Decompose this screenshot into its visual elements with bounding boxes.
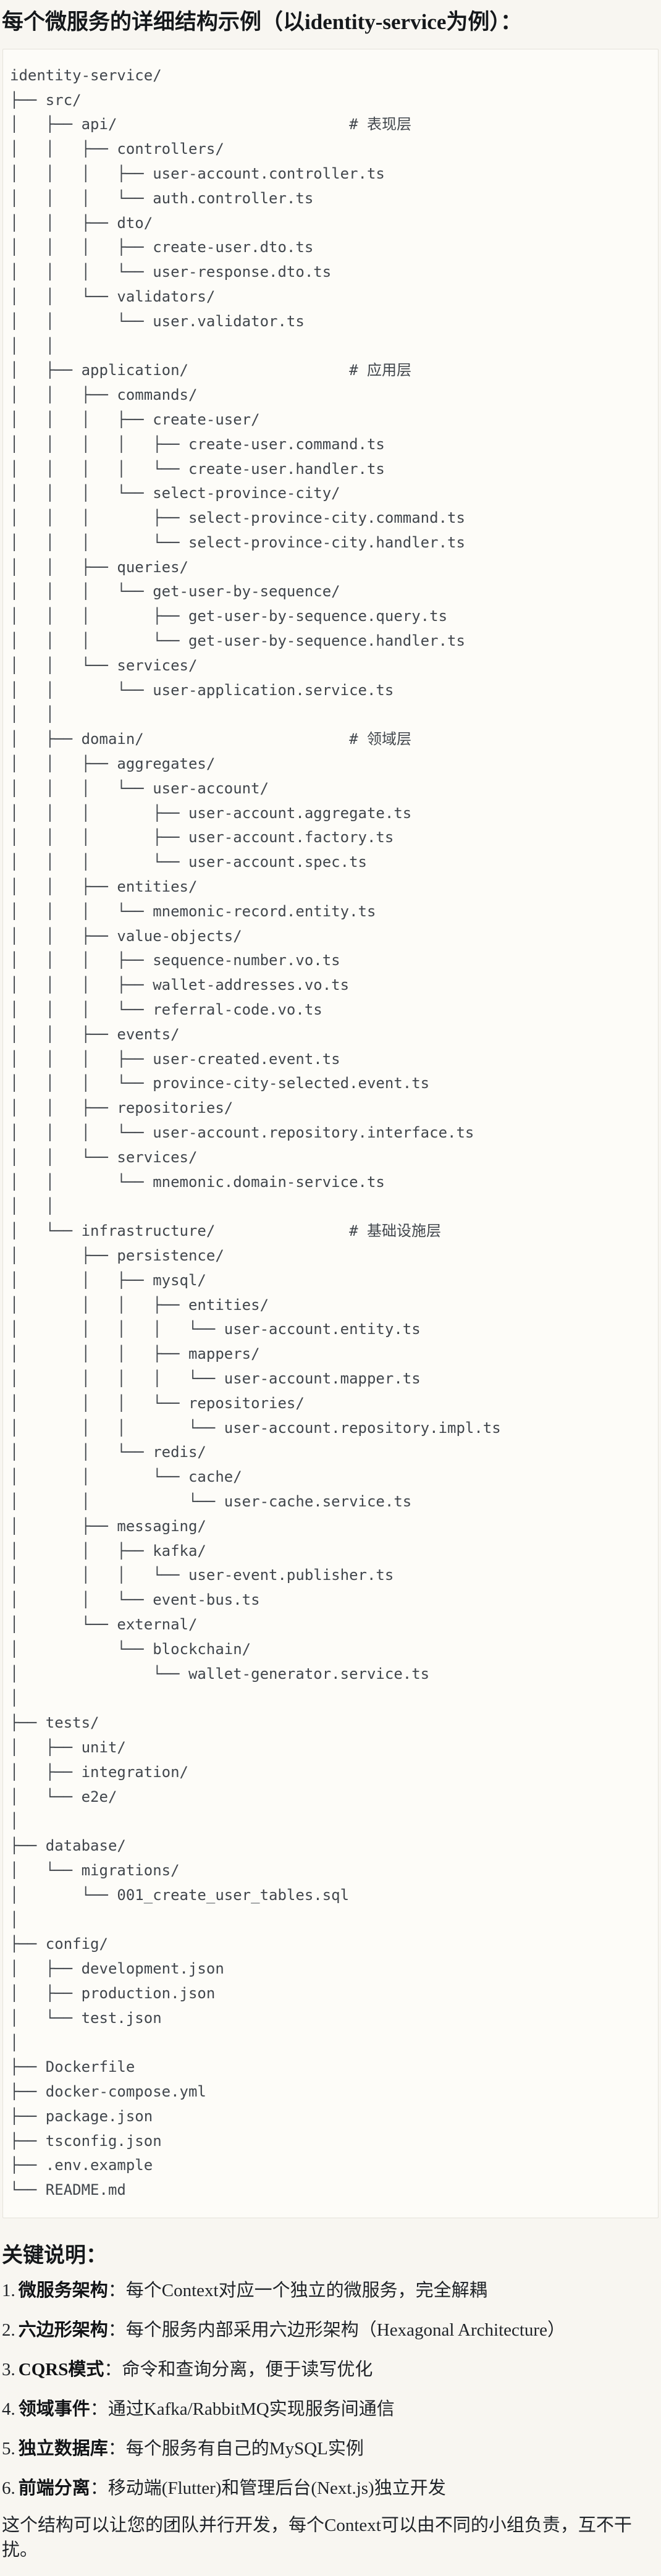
note-label: 前端分离 — [18, 2478, 90, 2499]
note-number: 1. — [2, 2281, 15, 2301]
note-number: 2. — [2, 2320, 15, 2341]
note-desc: 移动端(Flutter)和管理后台(Next.js)独立开发 — [107, 2478, 446, 2499]
note-separator: ： — [90, 2478, 108, 2499]
code-block: identity-service/ ├── src/ │ ├── api/ # … — [2, 48, 659, 2219]
note-label: 领域事件 — [18, 2399, 90, 2420]
note-item-frontend-split: 6.前端分离：移动端(Flutter)和管理后台(Next.js)独立开发 — [2, 2476, 659, 2501]
closing-paragraph: 这个结构可以让您的团队并行开发，每个Context可以由不同的小组负责，互不干扰… — [2, 2515, 632, 2561]
note-number: 3. — [2, 2360, 15, 2380]
note-label: 六边形架构 — [18, 2320, 108, 2341]
note-item-independent-db: 5.独立数据库：每个服务有自己的MySQL实例 — [2, 2436, 659, 2461]
note-desc: 每个服务内部采用六边形架构（Hexagonal Architecture） — [125, 2320, 565, 2341]
note-desc: 每个服务有自己的MySQL实例 — [125, 2439, 364, 2459]
directory-tree: identity-service/ ├── src/ │ ├── api/ # … — [10, 66, 501, 2199]
note-desc: 命令和查询分离，便于读写优化 — [122, 2360, 373, 2380]
note-separator: ： — [107, 2281, 126, 2301]
note-item-cqrs: 3.CQRS模式：命令和查询分离，便于读写优化 — [2, 2357, 659, 2382]
note-separator: ： — [107, 2439, 126, 2459]
notes-heading: 关键说明： — [2, 2244, 107, 2268]
note-separator: ： — [90, 2399, 108, 2420]
note-number: 5. — [2, 2439, 15, 2459]
note-desc: 每个Context对应一个独立的微服务，完全解耦 — [125, 2281, 487, 2301]
page-title: 每个微服务的详细结构示例（以identity-service为例）： — [2, 10, 522, 34]
note-item-domain-events: 4.领域事件：通过Kafka/RabbitMQ实现服务间通信 — [2, 2397, 659, 2422]
note-separator: ： — [107, 2320, 126, 2341]
note-number: 6. — [2, 2478, 15, 2499]
note-item-microservices: 1.微服务架构：每个Context对应一个独立的微服务，完全解耦 — [2, 2278, 659, 2303]
note-desc: 通过Kafka/RabbitMQ实现服务间通信 — [107, 2399, 395, 2420]
note-label: 微服务架构 — [18, 2281, 108, 2301]
note-number: 4. — [2, 2399, 15, 2420]
note-item-hexagonal: 2.六边形架构：每个服务内部采用六边形架构（Hexagonal Architec… — [2, 2318, 659, 2342]
notes-list: 1.微服务架构：每个Context对应一个独立的微服务，完全解耦 2.六边形架构… — [2, 2278, 659, 2501]
note-label: 独立数据库 — [18, 2439, 108, 2459]
note-label: CQRS模式 — [18, 2360, 104, 2380]
note-separator: ： — [104, 2360, 122, 2380]
